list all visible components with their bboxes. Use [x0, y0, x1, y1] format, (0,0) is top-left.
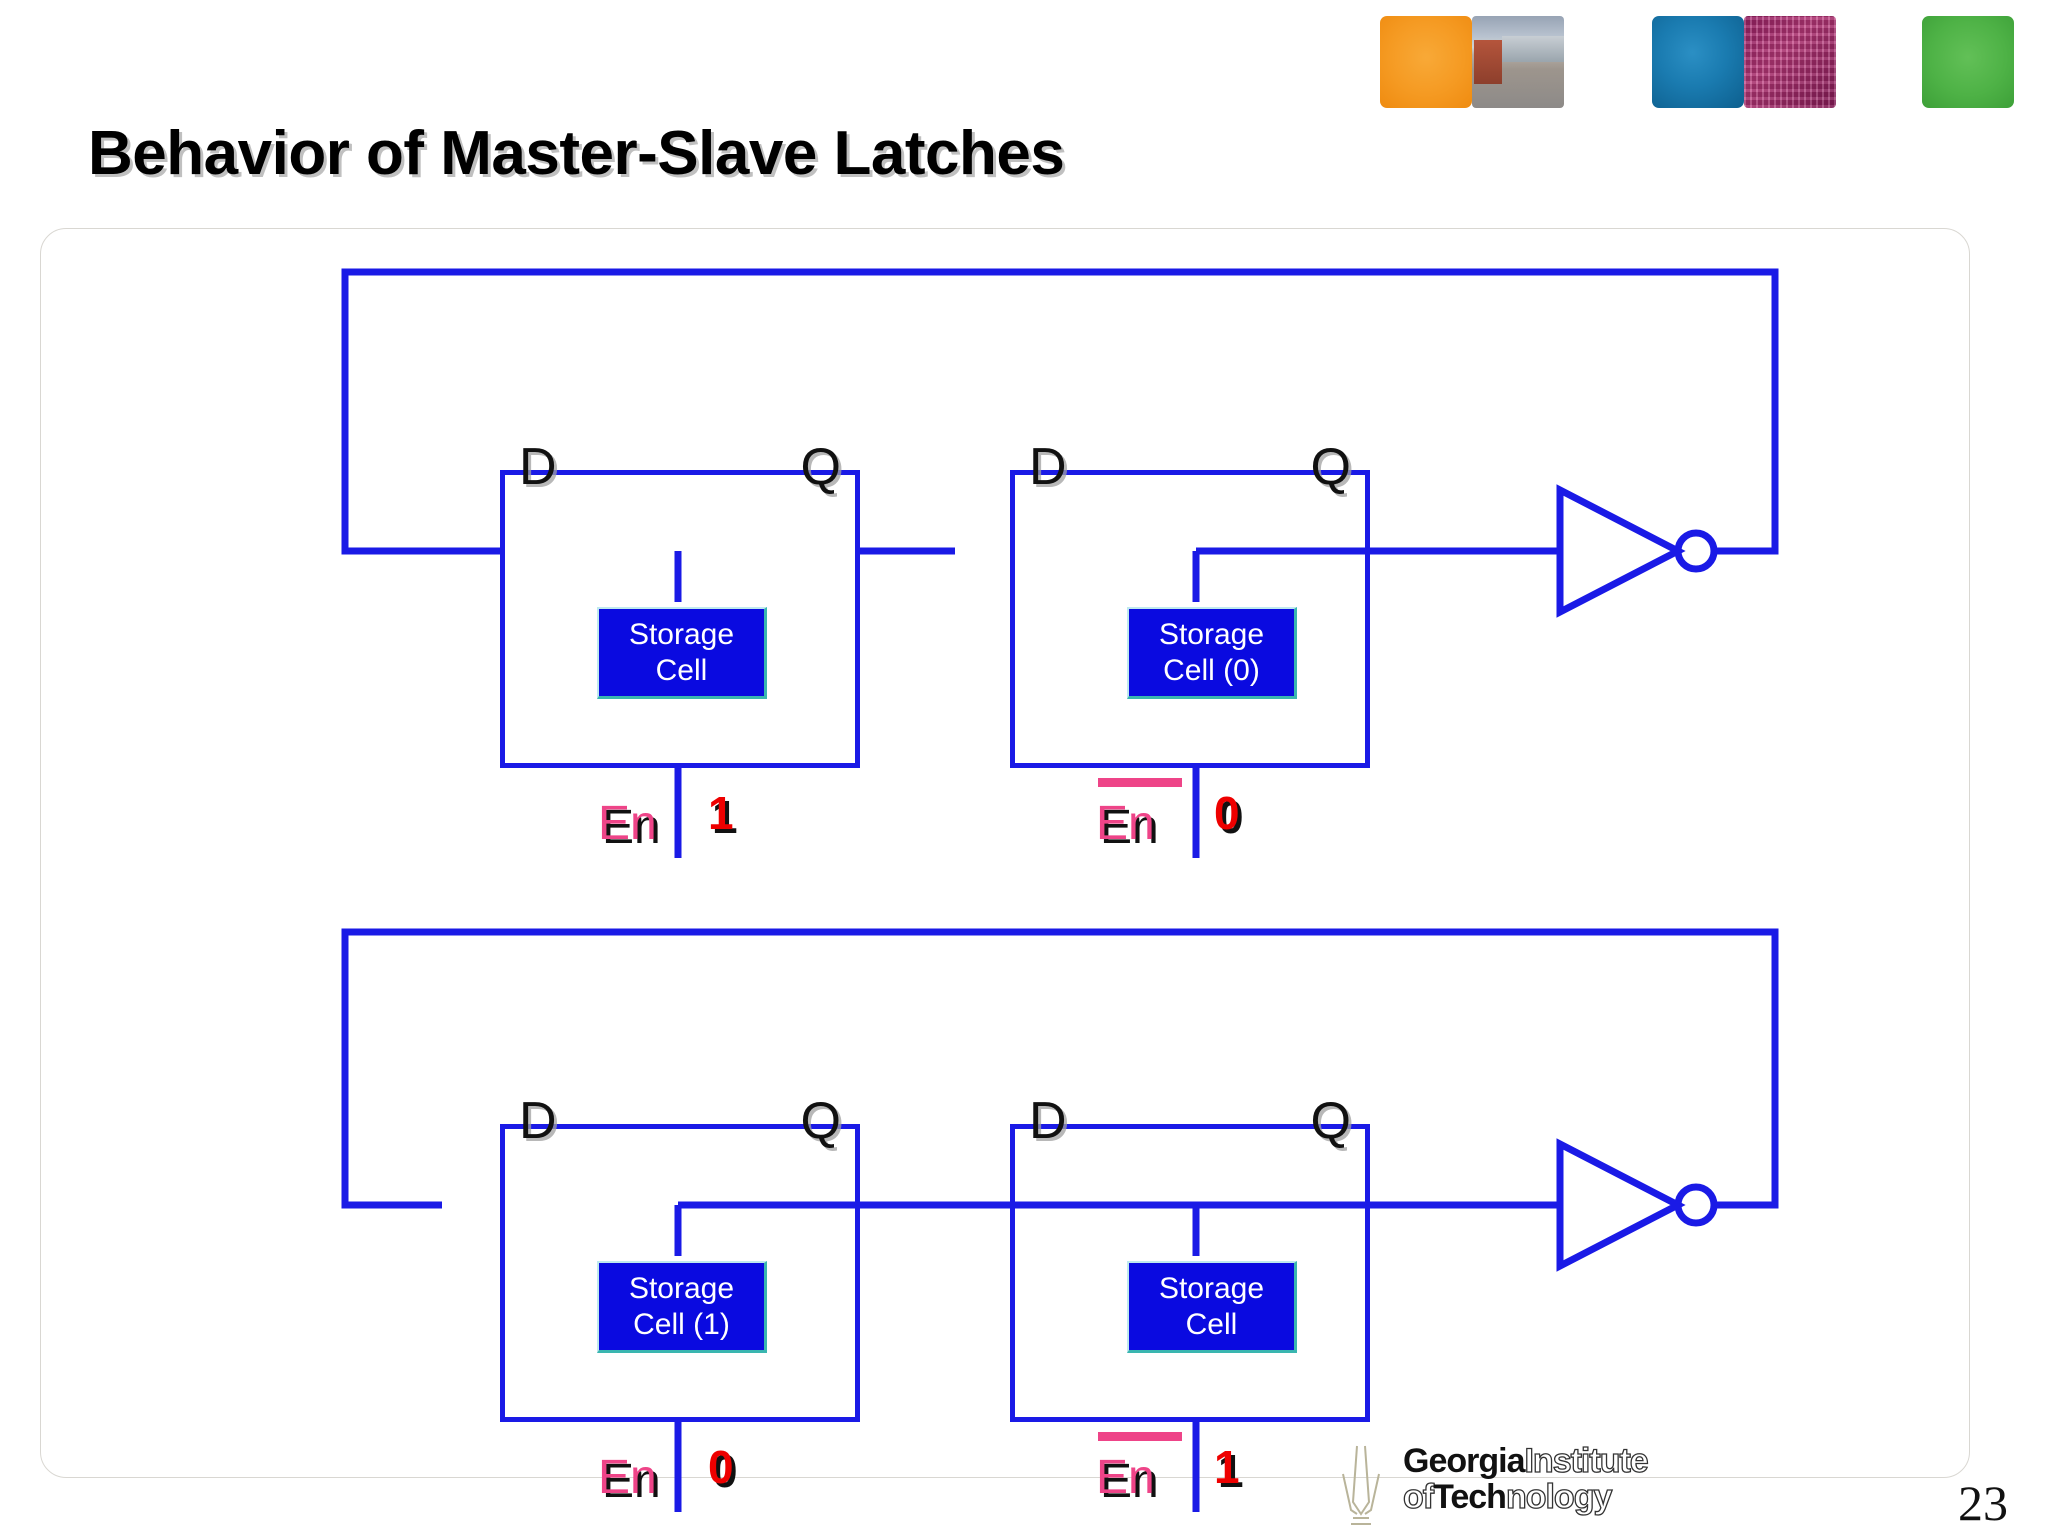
row1-slave-storage-line2: Cell (0) — [1163, 653, 1260, 687]
row1-master-storage-cell[interactable]: Storage Cell — [597, 607, 767, 699]
gt-wordmark-line2: ofTechnology — [1402, 1478, 1613, 1516]
gt-of-text: of — [1402, 1478, 1434, 1516]
decorative-tile-strip — [1380, 16, 2040, 112]
row2-slave-port-q-label: Q — [1310, 1092, 1351, 1150]
page-title: Behavior of Master-Slave Latches — [88, 119, 1065, 188]
gt-wordmark-line1: GeorgiaInstitute — [1403, 1442, 1650, 1480]
row1-slave-port-q-label: Q — [1310, 438, 1351, 496]
row2-master-enable-label: En — [598, 1451, 657, 1504]
row2-slave-enable-group: En 1 — [1096, 1432, 1356, 1528]
row1-master-port-q-label: Q — [800, 438, 841, 496]
row1-slave-enable-overbar — [1098, 778, 1182, 787]
gt-flame-icon — [1342, 1445, 1380, 1525]
campus-photo-tile — [1472, 16, 1564, 108]
row1-slave-enable-group: En 0 — [1096, 778, 1356, 874]
gt-georgia-text: Georgia — [1403, 1442, 1525, 1480]
row2-slave-port-d-label: D — [1029, 1092, 1067, 1150]
row1-master-storage-line1: Storage — [628, 618, 735, 652]
blue-tile — [1652, 16, 1744, 108]
gt-tech-text: Tech — [1433, 1478, 1507, 1516]
row2-slave-enable-overbar — [1098, 1432, 1182, 1441]
row2-slave-latch[interactable]: D Q Storage Cell — [1010, 1095, 1370, 1422]
row2-master-latch[interactable]: D Q Storage Cell (1) — [500, 1095, 860, 1422]
row2-master-enable-group: En 0 — [598, 1444, 858, 1524]
row1-slave-storage-cell[interactable]: Storage Cell (0) — [1127, 607, 1297, 699]
row1-master-latch[interactable]: D Q Storage Cell — [500, 441, 860, 768]
row2-slave-storage-line1: Storage — [1158, 1272, 1265, 1306]
row2-master-storage-line1: Storage — [628, 1272, 735, 1306]
slide-number: 23 — [1958, 1475, 2008, 1531]
row2-slave-enable-value: 1 — [1214, 1441, 1240, 1493]
circuit-photo-tile — [1744, 16, 1836, 108]
row1-master-port-d-label: D — [519, 438, 557, 496]
row2-slave-storage-cell[interactable]: Storage Cell — [1127, 1261, 1297, 1353]
content-placeholder-panel — [40, 228, 1970, 1478]
row1-slave-storage-line1: Storage — [1158, 618, 1265, 652]
georgia-tech-logo: GeorgiaInstitute ofTechnology — [1335, 1440, 1755, 1532]
row2-master-port-q-label: Q — [800, 1092, 841, 1150]
row2-master-enable-value: 0 — [708, 1441, 734, 1493]
row1-master-enable-group: En 1 — [598, 790, 858, 870]
green-tile — [1922, 16, 2014, 108]
row2-slave-storage-line2: Cell — [1185, 1307, 1238, 1341]
row1-master-storage-line2: Cell — [655, 653, 708, 687]
orange-tile — [1380, 16, 1472, 108]
row2-slave-enable-label: En — [1096, 1451, 1155, 1504]
row2-master-port-d-label: D — [519, 1092, 557, 1150]
row1-master-enable-value: 1 — [708, 787, 734, 839]
row1-slave-port-d-label: D — [1029, 438, 1067, 496]
gt-nology-text: nology — [1505, 1478, 1613, 1516]
row1-master-enable-label: En — [598, 797, 657, 850]
gt-institute-text: Institute — [1524, 1442, 1650, 1480]
row2-master-storage-cell[interactable]: Storage Cell (1) — [597, 1261, 767, 1353]
row2-master-storage-line2: Cell (1) — [633, 1307, 730, 1341]
row1-slave-enable-value: 0 — [1214, 787, 1240, 839]
row1-slave-latch[interactable]: D Q Storage Cell (0) — [1010, 441, 1370, 768]
row1-slave-enable-label: En — [1096, 797, 1155, 850]
